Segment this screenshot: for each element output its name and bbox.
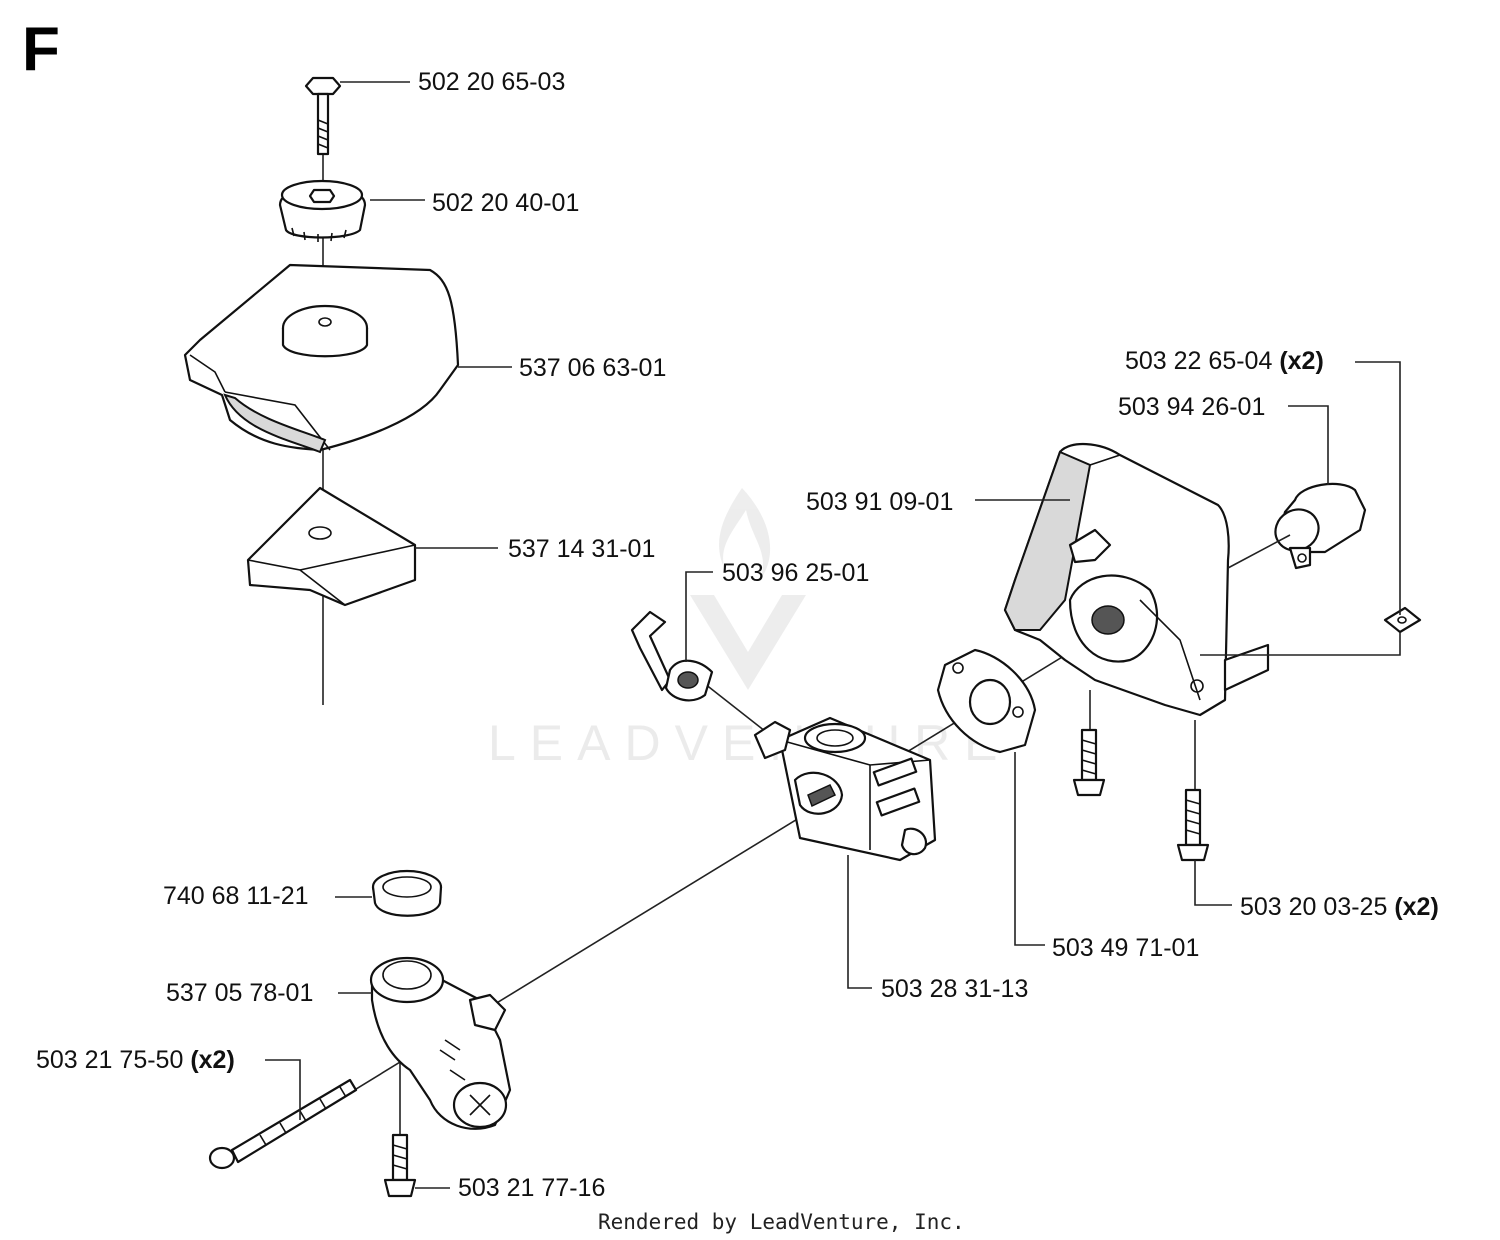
long-screw-drawing xyxy=(208,1078,358,1170)
part-label-502-20-40-01: 502 20 40-01 xyxy=(432,189,579,217)
part-label-503-94-26-01: 503 94 26-01 xyxy=(1118,393,1265,421)
filter-element-drawing xyxy=(246,486,417,607)
axis-line-carb xyxy=(239,639,1091,1161)
part-label-503-91-09-01: 503 91 09-01 xyxy=(806,488,953,516)
watermark: LEADVENTURE xyxy=(488,488,1012,771)
footer-credit: Rendered by LeadVenture, Inc. xyxy=(598,1210,965,1234)
bolt-drawing xyxy=(304,76,342,156)
watermark-v-icon xyxy=(690,595,806,690)
sleeve-drawing xyxy=(1274,482,1367,570)
screw-a-drawing xyxy=(1072,728,1106,797)
part-label-503-21-77-16: 503 21 77-16 xyxy=(458,1174,605,1202)
square-nut-drawing xyxy=(1383,606,1422,634)
gasket-drawing xyxy=(936,648,1037,754)
part-label-503-20-03-25: 503 20 03-25 (x2) xyxy=(1240,893,1439,921)
axis-line-clip xyxy=(699,679,771,736)
elbow-drawing xyxy=(369,956,512,1130)
o-ring-drawing xyxy=(371,869,443,917)
part-label-740-68-11-21: 740 68 11-21 xyxy=(163,882,309,910)
short-screw-drawing xyxy=(383,1133,417,1198)
part-label-502-20-65-03: 502 20 65-03 xyxy=(418,68,565,96)
clip-drawing xyxy=(630,610,714,702)
filter-cover-drawing xyxy=(183,263,460,454)
part-label-537-05-78-01: 537 05 78-01 xyxy=(166,979,313,1007)
knob-drawing xyxy=(278,179,367,242)
part-label-503-22-65-04: 503 22 65-04 (x2) xyxy=(1125,347,1324,375)
intake-adapter-drawing xyxy=(1003,442,1270,717)
part-label-537-14-31-01: 537 14 31-01 xyxy=(508,535,655,563)
section-letter: F xyxy=(22,15,60,84)
part-label-503-96-25-01: 503 96 25-01 xyxy=(722,559,869,587)
leader-lines xyxy=(265,81,1401,1189)
part-label-503-49-71-01: 503 49 71-01 xyxy=(1052,934,1199,962)
part-label-537-06-63-01: 537 06 63-01 xyxy=(519,354,666,382)
part-label-503-21-75-50: 503 21 75-50 (x2) xyxy=(36,1046,235,1074)
watermark-flame-icon xyxy=(719,488,771,580)
watermark-text: LEADVENTURE xyxy=(488,715,1012,771)
carburetor-drawing xyxy=(753,716,937,862)
part-label-503-28-31-13: 503 28 31-13 xyxy=(881,975,1028,1003)
screw-b-drawing xyxy=(1176,788,1210,862)
